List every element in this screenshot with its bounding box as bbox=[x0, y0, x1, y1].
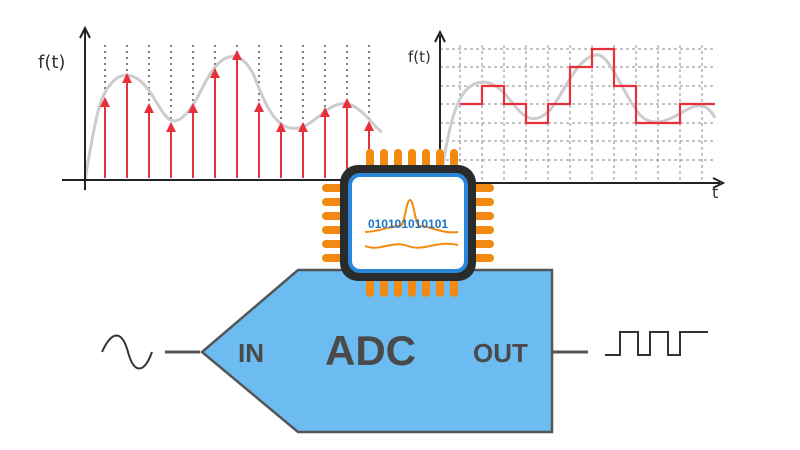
chip-binary-text: 010101010101 bbox=[368, 217, 448, 231]
chip-wave-icon bbox=[364, 242, 459, 249]
sample-arrows bbox=[100, 50, 374, 178]
quantized-signal bbox=[460, 47, 715, 125]
adc-input-label: IN bbox=[238, 338, 264, 368]
sampling-plot: f(t) bbox=[38, 25, 395, 190]
adc-block: IN ADC OUT bbox=[101, 268, 708, 434]
digital-output-icon bbox=[605, 331, 708, 356]
chip-pulse-icon bbox=[364, 198, 459, 234]
quantization-plot: f(t) t bbox=[408, 29, 726, 202]
adc-title: ADC bbox=[325, 327, 416, 374]
adc-output-label: OUT bbox=[473, 338, 528, 368]
adc-body bbox=[200, 268, 554, 434]
microchip: 010101010101 bbox=[322, 149, 494, 297]
right-plot-x-label: t bbox=[712, 183, 718, 202]
analog-signal-curve bbox=[83, 55, 383, 181]
right-plot-y-label: f(t) bbox=[408, 48, 431, 66]
left-plot-y-label: f(t) bbox=[38, 52, 65, 73]
analog-input-icon bbox=[101, 334, 153, 370]
analog-signal-curve-right bbox=[438, 53, 717, 184]
left-plot-axes bbox=[62, 25, 395, 190]
